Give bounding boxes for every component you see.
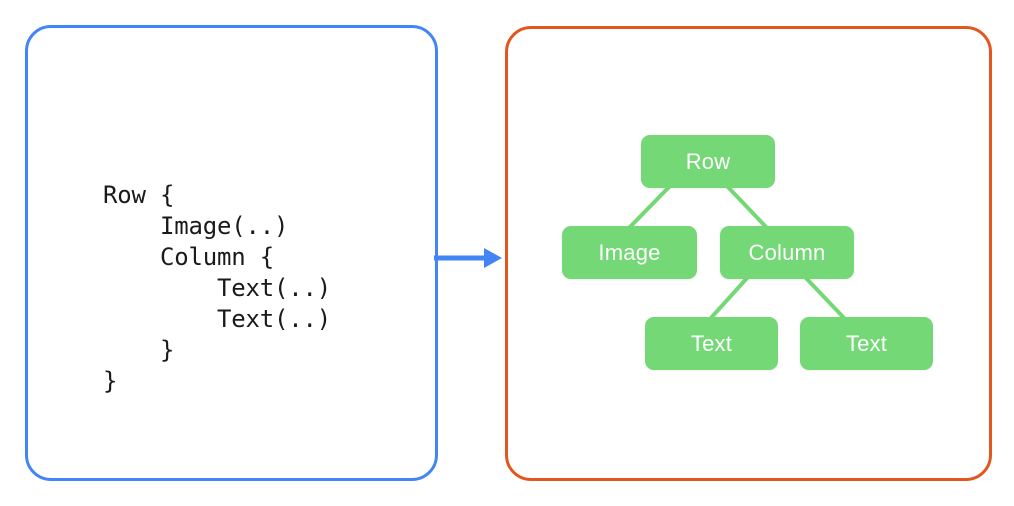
tree-node-column[interactable]: Column bbox=[720, 226, 854, 279]
code-panel: Row { Image(..) Column { Text(..) Text(.… bbox=[25, 25, 438, 481]
tree-node-text-2[interactable]: Text bbox=[800, 317, 933, 370]
edge-column-text-2 bbox=[803, 275, 847, 321]
edge-row-image bbox=[627, 184, 672, 230]
tree-node-row[interactable]: Row bbox=[641, 135, 775, 188]
flow-arrow-icon bbox=[434, 248, 502, 268]
code-snippet: Row { Image(..) Column { Text(..) Text(.… bbox=[103, 181, 331, 395]
tree-node-image[interactable]: Image bbox=[562, 226, 697, 279]
edge-column-text-1 bbox=[708, 275, 750, 321]
tree-node-text-1[interactable]: Text bbox=[645, 317, 778, 370]
edge-row-column bbox=[725, 184, 769, 230]
tree-edges bbox=[627, 184, 847, 321]
